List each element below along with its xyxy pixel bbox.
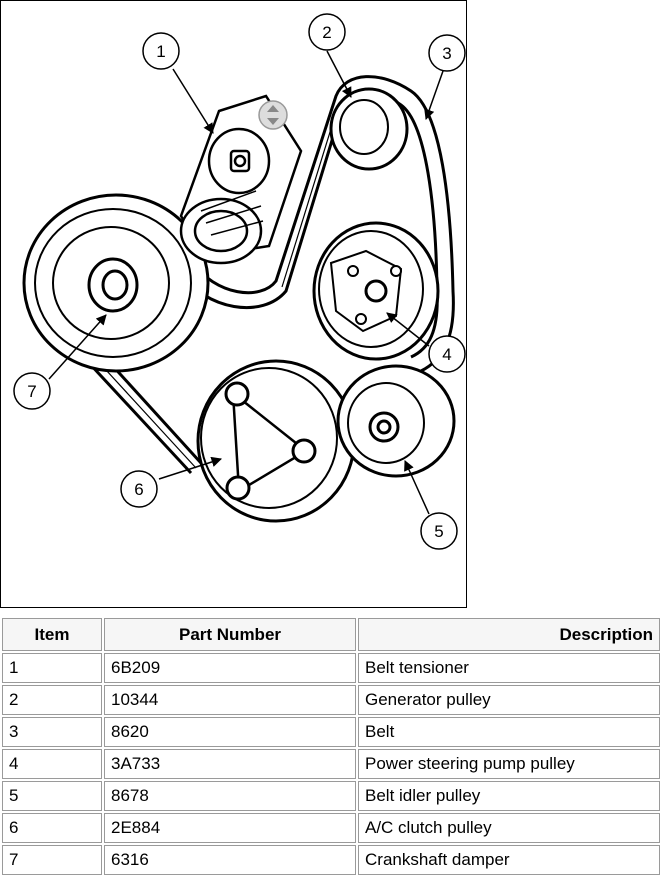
callout-2-label: 2 [322,23,331,42]
header-description: Description [358,618,660,651]
table-row: 7 6316 Crankshaft damper [2,845,660,875]
cell-description: Crankshaft damper [358,845,660,875]
callout-3-label: 3 [442,44,451,63]
callout-4-label: 4 [442,345,451,364]
header-part-number: Part Number [104,618,356,651]
table-row: 3 8620 Belt [2,717,660,747]
cell-part-number: 3A733 [104,749,356,779]
callout-6: 6 [120,470,158,508]
cell-part-number: 2E884 [104,813,356,843]
callout-1: 1 [142,32,180,70]
parts-table: Item Part Number Description 1 6B209 Bel… [0,616,662,877]
table-row: 4 3A733 Power steering pump pulley [2,749,660,779]
cell-item: 6 [2,813,102,843]
callout-leaders [48,50,444,515]
cell-part-number: 6B209 [104,653,356,683]
generator-pulley [329,87,409,171]
cell-item: 1 [2,653,102,683]
cell-part-number: 8678 [104,781,356,811]
callout-4: 4 [428,335,466,373]
table-row: 1 6B209 Belt tensioner [2,653,660,683]
cell-item: 7 [2,845,102,875]
callout-3: 3 [428,34,466,72]
belt-tensioner [179,94,303,265]
callout-2: 2 [308,13,346,51]
callout-7: 7 [13,372,51,410]
table-row: 6 2E884 A/C clutch pulley [2,813,660,843]
cell-description: Belt idler pulley [358,781,660,811]
callout-5-label: 5 [434,522,443,541]
crankshaft-damper [22,193,210,373]
cell-description: Belt [358,717,660,747]
belt-idler-pulley [336,364,456,478]
cell-part-number: 6316 [104,845,356,875]
cell-part-number: 8620 [104,717,356,747]
cell-item: 4 [2,749,102,779]
power-steering-pump-pulley [312,221,440,361]
table-header-row: Item Part Number Description [2,618,660,651]
cell-description: A/C clutch pulley [358,813,660,843]
ac-clutch-pulley [196,359,356,523]
header-item: Item [2,618,102,651]
cell-item: 5 [2,781,102,811]
cell-description: Power steering pump pulley [358,749,660,779]
callout-7-label: 7 [27,382,36,401]
table-row: 2 10344 Generator pulley [2,685,660,715]
callout-1-label: 1 [156,42,165,61]
cell-part-number: 10344 [104,685,356,715]
cell-item: 3 [2,717,102,747]
table-row: 5 8678 Belt idler pulley [2,781,660,811]
cell-description: Generator pulley [358,685,660,715]
belt-routing-diagram: 1 2 3 4 5 6 7 [0,0,467,608]
callout-6-label: 6 [134,480,143,499]
diagram-drawing: 1 2 3 4 5 6 7 [13,13,466,550]
callout-5: 5 [420,512,458,550]
cell-description: Belt tensioner [358,653,660,683]
cell-item: 2 [2,685,102,715]
